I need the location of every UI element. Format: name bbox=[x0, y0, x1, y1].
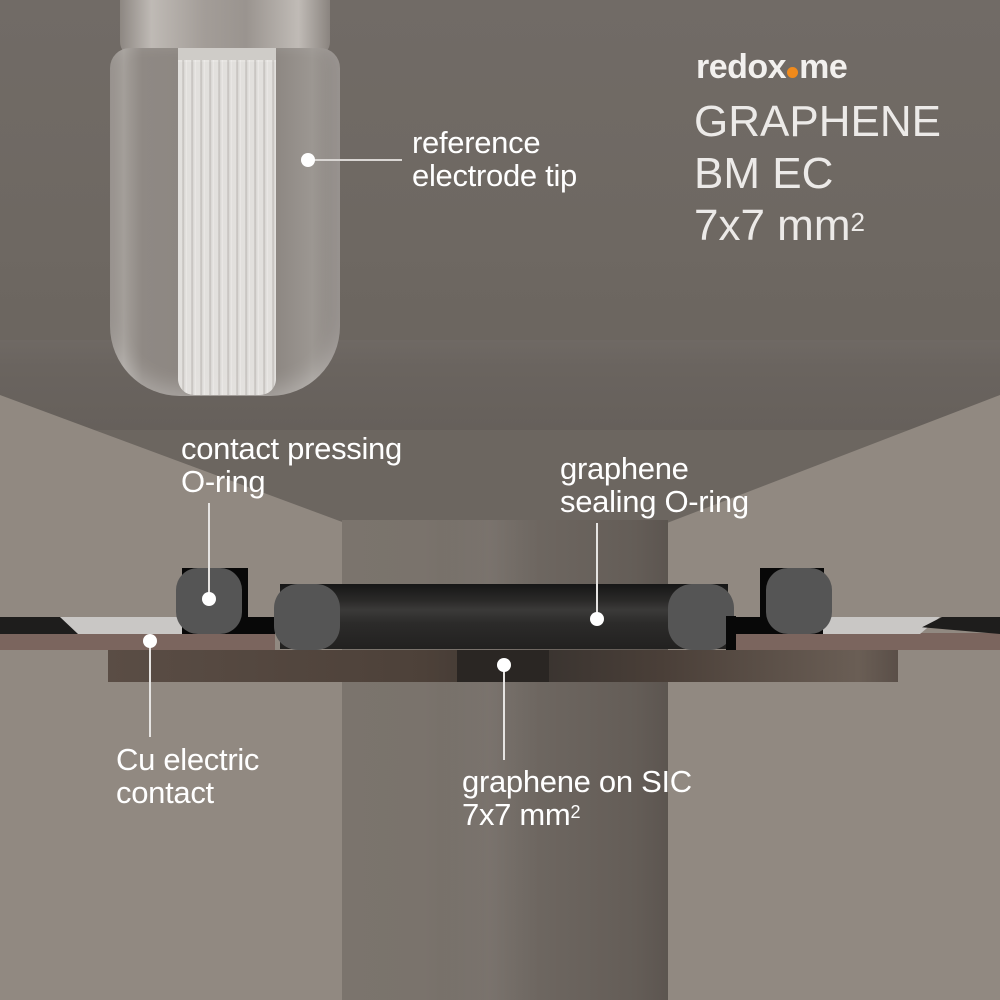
electrode-collar bbox=[178, 48, 276, 62]
brand-dot-icon bbox=[787, 67, 799, 78]
marker-dot-reference-electrode bbox=[301, 153, 315, 167]
contact-strip-right bbox=[800, 617, 940, 634]
contact-oring-right bbox=[766, 568, 832, 634]
clamp-left bbox=[0, 617, 84, 634]
label-line: sealing O-ring bbox=[560, 484, 749, 519]
title-line-1: GRAPHENE bbox=[694, 97, 941, 146]
marker-dot-sealing-oring bbox=[590, 612, 604, 626]
label-line: graphene on SIC bbox=[462, 764, 692, 799]
marker-dot-contact-oring bbox=[202, 592, 216, 606]
label-cu-electric-contact: Cu electric contact bbox=[116, 743, 259, 809]
brand-name-part1: redox bbox=[696, 48, 787, 86]
seal-notch bbox=[726, 616, 736, 650]
cu-contact-left bbox=[0, 633, 275, 650]
label-graphene-on-sic: graphene on SIC 7x7 mm2 bbox=[462, 765, 692, 831]
contact-strip-left bbox=[60, 617, 210, 634]
label-line: electrode tip bbox=[412, 158, 577, 193]
label-line: graphene bbox=[560, 451, 689, 486]
sealing-oring-section-left bbox=[274, 584, 340, 650]
label-line: 7x7 mm2 bbox=[462, 798, 692, 831]
marker-dot-cu-contact bbox=[143, 634, 157, 648]
leader-contact-oring bbox=[208, 503, 210, 599]
product-title: GRAPHENE BM EC 7x7 mm2 bbox=[694, 96, 941, 252]
label-line: contact bbox=[116, 775, 214, 810]
leader-cu-contact bbox=[149, 642, 151, 737]
leader-reference-electrode bbox=[310, 159, 402, 161]
label-line: contact pressing bbox=[181, 431, 402, 466]
label-line-base: 7x7 mm bbox=[462, 797, 571, 832]
label-line: Cu electric bbox=[116, 742, 260, 777]
label-contact-pressing-oring: contact pressing O-ring bbox=[181, 432, 402, 498]
electrode-frit bbox=[178, 60, 276, 395]
cu-contact-right bbox=[733, 633, 1000, 650]
title-line-3-superscript: 2 bbox=[850, 207, 865, 237]
label-graphene-sealing-oring: graphene sealing O-ring bbox=[560, 452, 749, 518]
title-line-3-base: 7x7 mm bbox=[694, 201, 851, 250]
marker-dot-graphene-sic bbox=[497, 658, 511, 672]
sealing-oring-body bbox=[280, 584, 728, 649]
label-line: reference bbox=[412, 125, 541, 160]
leader-sealing-oring bbox=[596, 523, 598, 617]
leader-graphene-sic bbox=[503, 664, 505, 760]
title-line-2: BM EC bbox=[694, 149, 834, 198]
electrode-cap bbox=[120, 0, 330, 56]
label-line: O-ring bbox=[181, 464, 266, 499]
label-reference-electrode-tip: reference electrode tip bbox=[412, 126, 577, 192]
title-line-3: 7x7 mm2 bbox=[694, 200, 941, 252]
brand-name-part2: me bbox=[799, 48, 848, 86]
sealing-oring-section-right bbox=[668, 584, 734, 650]
label-line-superscript: 2 bbox=[570, 802, 581, 822]
